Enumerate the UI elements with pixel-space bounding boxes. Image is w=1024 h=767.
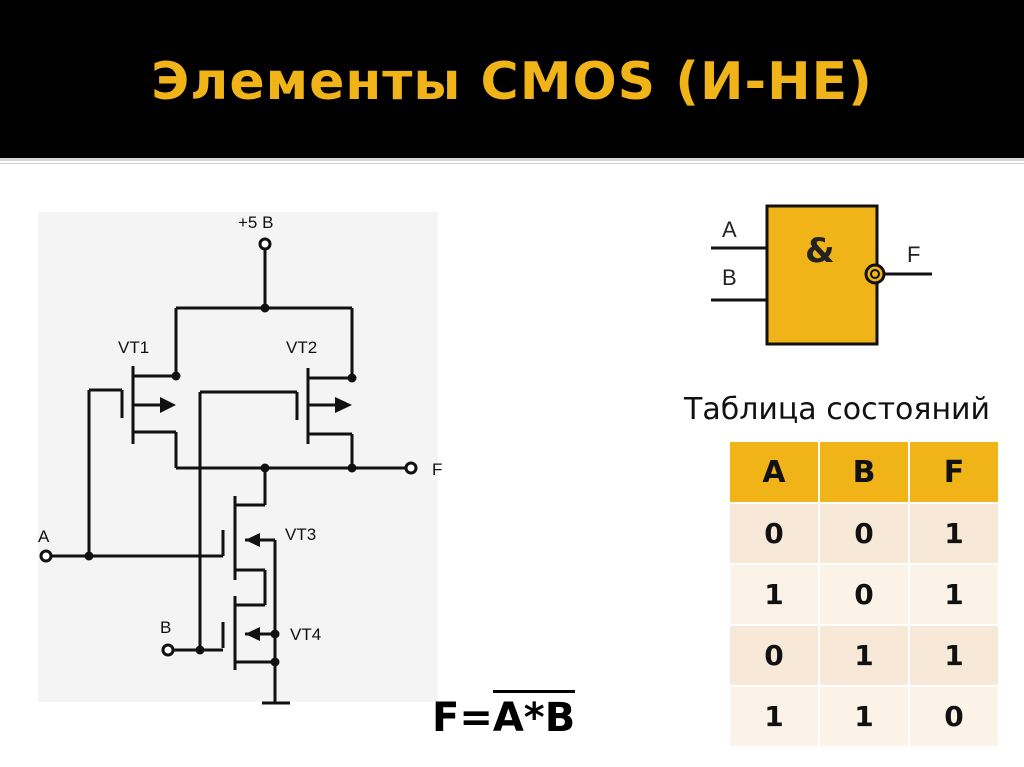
input-b-terminal bbox=[161, 643, 175, 657]
formula: F=A*B bbox=[432, 690, 576, 741]
cell-b: 1 bbox=[820, 626, 908, 685]
input-a-terminal bbox=[39, 549, 53, 563]
output-f-label: F bbox=[432, 460, 442, 479]
header-a: A bbox=[730, 442, 818, 502]
gate-input-a-label: A bbox=[722, 217, 737, 242]
vt4-label: VT4 bbox=[290, 625, 321, 644]
vt2-arrow bbox=[335, 397, 352, 413]
header-f: F bbox=[910, 442, 998, 502]
vt3-label: VT3 bbox=[285, 525, 316, 544]
cell-a: 1 bbox=[730, 565, 818, 624]
table-row: 0 1 1 bbox=[730, 626, 998, 685]
cell-a: 1 bbox=[730, 687, 818, 746]
circuit-background bbox=[38, 212, 438, 702]
cell-a: 0 bbox=[730, 626, 818, 685]
input-b-label: B bbox=[160, 618, 171, 637]
page-title: Элементы CMOS (И-НЕ) bbox=[151, 52, 873, 112]
gate-body bbox=[765, 204, 879, 346]
formula-rhs-negated: A*B bbox=[492, 690, 576, 741]
title-bar: Элементы CMOS (И-НЕ) bbox=[0, 0, 1024, 158]
input-a-label: A bbox=[38, 527, 50, 546]
gate-and-symbol: & bbox=[805, 231, 835, 271]
gate-output-label: F bbox=[907, 242, 920, 267]
cell-f: 1 bbox=[910, 565, 998, 624]
divider-thin bbox=[0, 163, 1024, 164]
formula-lhs: F= bbox=[432, 695, 493, 741]
transistor-arrows bbox=[160, 397, 352, 641]
supply-terminal bbox=[258, 237, 272, 251]
header-b: B bbox=[820, 442, 908, 502]
gate-input-b-label: B bbox=[722, 265, 737, 290]
cell-f: 1 bbox=[910, 626, 998, 685]
table-row: 0 0 1 bbox=[730, 504, 998, 563]
vt2-label: VT2 bbox=[286, 338, 317, 357]
supply-label: +5 В bbox=[238, 213, 273, 232]
junction-dots bbox=[84, 303, 357, 667]
cmos-nand-circuit bbox=[39, 237, 418, 705]
table-row: 1 0 1 bbox=[730, 565, 998, 624]
truth-table-header: A B F bbox=[730, 442, 998, 502]
cell-f: 1 bbox=[910, 504, 998, 563]
divider bbox=[0, 158, 1024, 161]
vt1-label: VT1 bbox=[118, 338, 149, 357]
cell-b: 0 bbox=[820, 504, 908, 563]
inversion-bubble bbox=[864, 263, 886, 285]
output-terminal bbox=[404, 461, 418, 475]
truth-table: A B F 0 0 1 1 0 1 0 1 1 1 1 0 bbox=[728, 440, 1000, 748]
vt4-arrow bbox=[245, 627, 260, 641]
vt3-arrow bbox=[245, 533, 260, 547]
table-row: 1 1 0 bbox=[730, 687, 998, 746]
cell-f: 0 bbox=[910, 687, 998, 746]
nand-gate-symbol: & A B F bbox=[711, 204, 932, 346]
cell-b: 1 bbox=[820, 687, 908, 746]
cell-b: 0 bbox=[820, 565, 908, 624]
cell-a: 0 bbox=[730, 504, 818, 563]
vt1-arrow bbox=[160, 397, 176, 413]
truth-table-title: Таблица состояний bbox=[684, 392, 991, 427]
